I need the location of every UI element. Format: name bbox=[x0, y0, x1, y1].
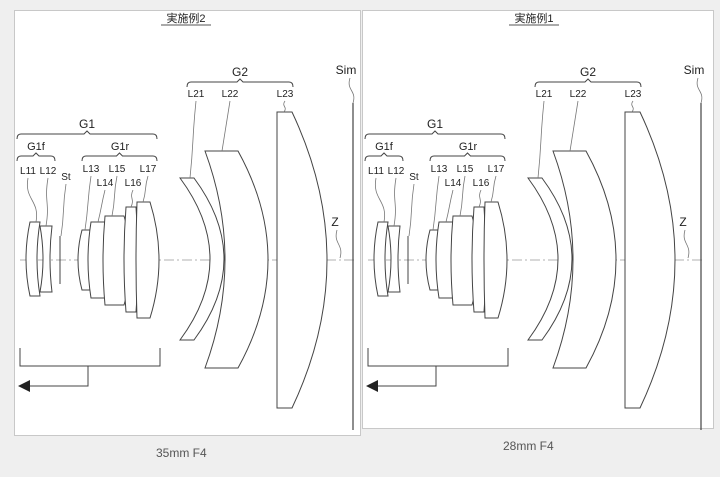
label-G2: G2 bbox=[232, 65, 248, 79]
leader-line bbox=[537, 100, 545, 179]
label-G1: G1 bbox=[427, 117, 443, 131]
lens-L12 bbox=[39, 225, 53, 293]
leader-line bbox=[60, 183, 67, 237]
caption-35mm: 35mm F4 bbox=[156, 446, 207, 460]
lens-L11 bbox=[373, 221, 389, 297]
brace-G1f bbox=[16, 152, 56, 162]
lens-L21 bbox=[179, 177, 225, 341]
label-Z: Z bbox=[331, 215, 338, 229]
label-G1r: G1r bbox=[459, 141, 478, 153]
arrow-left-icon bbox=[18, 380, 30, 392]
label-L14: L14 bbox=[97, 178, 114, 189]
leader-line bbox=[97, 189, 106, 223]
lens-L12 bbox=[387, 225, 401, 293]
leader-line bbox=[683, 229, 690, 259]
leader-line bbox=[84, 175, 92, 231]
label-L11: L11 bbox=[368, 166, 384, 177]
leader-line bbox=[459, 175, 466, 217]
label-L16: L16 bbox=[473, 178, 490, 189]
label-L22: L22 bbox=[570, 89, 587, 100]
leader-line bbox=[445, 189, 454, 223]
caption-28mm: 28mm F4 bbox=[503, 439, 554, 453]
leader-line bbox=[45, 177, 49, 227]
brace-G1r bbox=[81, 152, 158, 162]
label-L23: L23 bbox=[625, 89, 642, 100]
lens-L17 bbox=[483, 201, 508, 319]
leader-line bbox=[569, 100, 579, 152]
brace-G2 bbox=[186, 78, 294, 88]
brace-G1 bbox=[16, 130, 158, 140]
label-L14: L14 bbox=[445, 178, 462, 189]
leader-line bbox=[631, 100, 634, 113]
label-L15: L15 bbox=[457, 164, 474, 175]
label-St: St bbox=[61, 172, 71, 183]
label-G2: G2 bbox=[580, 65, 596, 79]
leader-line bbox=[696, 77, 703, 104]
lens-L11 bbox=[25, 221, 41, 297]
lens-L17 bbox=[135, 201, 160, 319]
leader-line bbox=[111, 175, 118, 217]
embodiment-title: 実施例1 bbox=[514, 11, 553, 25]
label-Z: Z bbox=[679, 215, 686, 229]
brace-G1r bbox=[429, 152, 506, 162]
leader-line bbox=[408, 183, 415, 237]
label-L22: L22 bbox=[222, 89, 239, 100]
leader-line bbox=[142, 175, 149, 203]
label-L13: L13 bbox=[431, 164, 448, 175]
label-G1: G1 bbox=[79, 117, 95, 131]
label-St: St bbox=[409, 172, 419, 183]
leader-line bbox=[348, 77, 355, 104]
label-Sim: Sim bbox=[684, 63, 705, 77]
leader-line bbox=[335, 229, 342, 259]
lens-L23 bbox=[624, 111, 676, 409]
focus-move-bracket bbox=[367, 348, 509, 387]
lens-L21 bbox=[527, 177, 573, 341]
lens-L22 bbox=[204, 150, 269, 369]
label-G1f: G1f bbox=[375, 141, 394, 153]
arrow-left-icon bbox=[366, 380, 378, 392]
lens-L22 bbox=[552, 150, 617, 369]
label-L21: L21 bbox=[536, 89, 553, 100]
label-L13: L13 bbox=[83, 164, 100, 175]
label-L11: L11 bbox=[20, 166, 36, 177]
brace-G2 bbox=[534, 78, 642, 88]
label-L17: L17 bbox=[140, 164, 157, 175]
leader-line bbox=[490, 175, 497, 203]
label-L15: L15 bbox=[109, 164, 126, 175]
leader-line bbox=[221, 100, 231, 152]
label-L12: L12 bbox=[40, 166, 57, 177]
label-G1f: G1f bbox=[27, 141, 46, 153]
lens-L23 bbox=[276, 111, 328, 409]
label-L17: L17 bbox=[488, 164, 505, 175]
leader-line bbox=[432, 175, 440, 231]
label-L12: L12 bbox=[388, 166, 405, 177]
leader-line bbox=[130, 189, 134, 208]
brace-G1f bbox=[364, 152, 404, 162]
leader-line bbox=[374, 177, 386, 223]
brace-G1 bbox=[364, 130, 506, 140]
leader-line bbox=[26, 177, 38, 223]
leader-line bbox=[478, 189, 482, 208]
focus-move-bracket bbox=[19, 348, 161, 387]
label-L21: L21 bbox=[188, 89, 205, 100]
leader-line bbox=[393, 177, 397, 227]
label-Sim: Sim bbox=[336, 63, 357, 77]
embodiment-title: 実施例2 bbox=[166, 11, 205, 25]
label-G1r: G1r bbox=[111, 141, 130, 153]
leader-line bbox=[189, 100, 197, 179]
label-L23: L23 bbox=[277, 89, 294, 100]
label-L16: L16 bbox=[125, 178, 142, 189]
leader-line bbox=[283, 100, 286, 113]
